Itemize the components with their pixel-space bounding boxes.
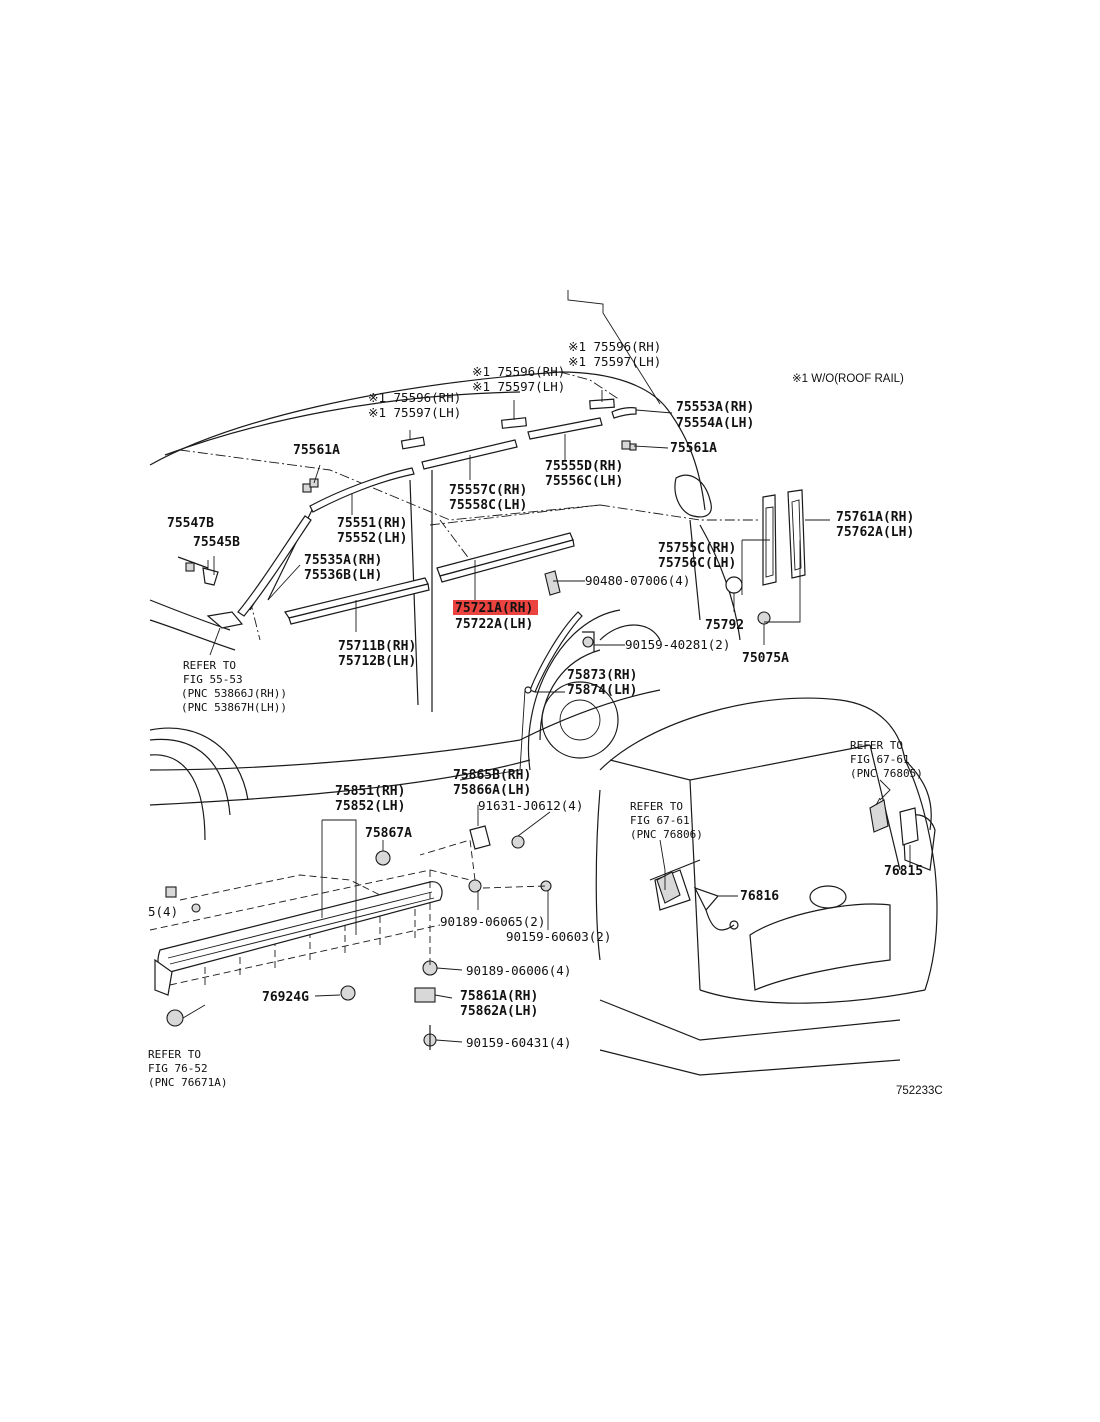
- rocker-panel-assembly: [149, 825, 552, 1050]
- label-75553A[interactable]: 75553A(RH): [676, 400, 754, 415]
- label-75597-a[interactable]: ※1 75597(LH): [368, 405, 461, 420]
- label-76815[interactable]: 76815: [884, 864, 923, 879]
- label-75555D[interactable]: 75555D(RH): [545, 459, 623, 474]
- ref4-line3[interactable]: (PNC 76671A): [148, 1076, 227, 1089]
- label-90159-40281[interactable]: 90159-40281(2): [625, 637, 730, 652]
- pillar-garnish-parts: [725, 489, 806, 625]
- ref1-line4[interactable]: (PNC 53867H(LH)): [181, 701, 287, 714]
- label-75535A[interactable]: 75535A(RH): [304, 553, 382, 568]
- label-75762A[interactable]: 75762A(LH): [836, 525, 914, 540]
- label-75722A[interactable]: 75722A(LH): [455, 617, 533, 632]
- hidden-lines: [179, 371, 760, 641]
- label-75861A[interactable]: 75861A(RH): [460, 989, 538, 1004]
- vehicle-body-outline: [149, 371, 741, 841]
- label-75075A[interactable]: 75075A: [742, 651, 789, 666]
- ref4-line2[interactable]: FIG 76-52: [148, 1062, 208, 1075]
- label-75792[interactable]: 75792: [705, 618, 744, 633]
- label-75865B[interactable]: 75865B(RH): [453, 768, 531, 783]
- label-75596-c[interactable]: ※1 75596(RH): [568, 339, 661, 354]
- leader-lines: [182, 290, 911, 1043]
- label-75556C[interactable]: 75556C(LH): [545, 474, 623, 489]
- label-75597-c[interactable]: ※1 75597(LH): [568, 354, 661, 369]
- label-75873[interactable]: 75873(RH): [567, 668, 637, 683]
- label-75712B[interactable]: 75712B(LH): [338, 654, 416, 669]
- ref1-line3[interactable]: (PNC 53866J(RH)): [181, 687, 287, 700]
- label-75596-a[interactable]: ※1 75596(RH): [368, 390, 461, 405]
- label-90189-06006[interactable]: 90189-06006(4): [466, 963, 571, 978]
- label-75597-b[interactable]: ※1 75597(LH): [472, 379, 565, 394]
- door-moulding-parts: [284, 532, 595, 694]
- note-text: ※1 W/O(ROOF RAIL): [792, 373, 904, 385]
- diagram-code: 752233C: [896, 1085, 943, 1097]
- label-75866A[interactable]: 75866A(LH): [453, 783, 531, 798]
- label-75558C[interactable]: 75558C(LH): [449, 498, 527, 513]
- label-75557C[interactable]: 75557C(RH): [449, 483, 527, 498]
- ref3-line3[interactable]: (PNC 76806): [630, 828, 703, 841]
- label-75761A[interactable]: 75761A(RH): [836, 510, 914, 525]
- label-75755C[interactable]: 75755C(RH): [658, 541, 736, 556]
- label-75852[interactable]: 75852(LH): [335, 799, 405, 814]
- label-75862A[interactable]: 75862A(LH): [460, 1004, 538, 1019]
- label-75545B[interactable]: 75545B: [193, 535, 240, 550]
- label-75874[interactable]: 75874(LH): [567, 683, 637, 698]
- label-91631-J0612[interactable]: 91631-J0612(4): [478, 798, 583, 813]
- label-76924G[interactable]: 76924G: [262, 990, 309, 1005]
- label-75711B[interactable]: 75711B(RH): [338, 639, 416, 654]
- label-90480-07006[interactable]: 90480-07006(4): [585, 573, 690, 588]
- label-75536B[interactable]: 75536B(LH): [304, 568, 382, 583]
- label-76816[interactable]: 76816: [740, 889, 779, 904]
- highlighted-part-label-box: [453, 600, 538, 615]
- label-75547B[interactable]: 75547B: [167, 516, 214, 531]
- label-75552[interactable]: 75552(LH): [337, 531, 407, 546]
- label-75561A-right[interactable]: 75561A: [670, 441, 717, 456]
- label-75596-b[interactable]: ※1 75596(RH): [472, 364, 565, 379]
- label-75721A[interactable]: 75721A(RH): [455, 601, 533, 616]
- ref2-line2[interactable]: FIG 67-61: [850, 753, 910, 766]
- label-90159-60603[interactable]: 90159-60603(2): [506, 929, 611, 944]
- ref2-line3[interactable]: (PNC 76805): [850, 767, 923, 780]
- ref3-line1[interactable]: REFER TO: [630, 800, 683, 813]
- label-75867A[interactable]: 75867A: [365, 826, 412, 841]
- label-cut-5[interactable]: 5(4): [148, 904, 178, 919]
- callout-labels: ※1 W/O(ROOF RAIL) ※1 75596(RH) ※1 75597(…: [148, 339, 943, 1097]
- label-75554A[interactable]: 75554A(LH): [676, 416, 754, 431]
- label-90159-60431[interactable]: 90159-60431(4): [466, 1035, 571, 1050]
- ref3-line2[interactable]: FIG 67-61: [630, 814, 690, 827]
- label-75851[interactable]: 75851(RH): [335, 784, 405, 799]
- roof-moulding-parts: [177, 398, 637, 629]
- ref2-line1[interactable]: REFER TO: [850, 739, 903, 752]
- label-90189-06065[interactable]: 90189-06065(2): [440, 914, 545, 929]
- ref4-line1[interactable]: REFER TO: [148, 1048, 201, 1061]
- label-75561A-left[interactable]: 75561A: [293, 443, 340, 458]
- label-75756C[interactable]: 75756C(LH): [658, 556, 736, 571]
- ref1-line1[interactable]: REFER TO: [183, 659, 236, 672]
- ref1-line2[interactable]: FIG 55-53: [183, 673, 243, 686]
- rear-lamp-parts: [656, 799, 919, 931]
- label-75551[interactable]: 75551(RH): [337, 516, 407, 531]
